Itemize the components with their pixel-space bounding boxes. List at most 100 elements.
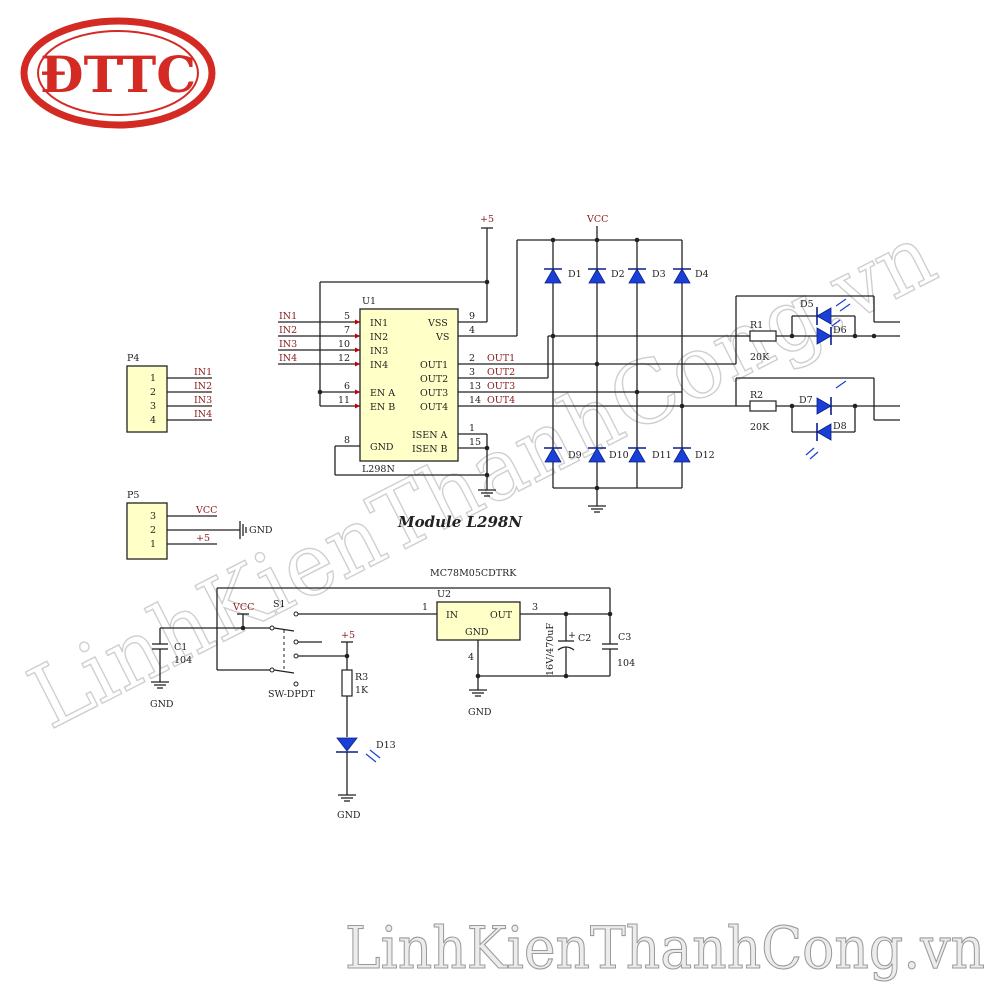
indicator-leds: R1 20K D5 D6 R2 20K D7 D8 (735, 295, 900, 460)
u1-part: L298N (362, 464, 395, 475)
u2-pin-4: 4 (468, 652, 474, 663)
d13-gnd-icon (337, 794, 357, 802)
diode-d12-icon (672, 447, 692, 463)
connector-p5: P5 3 2 1 VCC +5 GND (126, 490, 273, 560)
u1-pin-9: 9 (469, 311, 475, 322)
diode-d2-icon (587, 268, 607, 284)
company-logo: ĐTTC (20, 17, 216, 129)
connector-p4: P4 1 2 3 4 IN1 IN2 IN3 IN4 (126, 353, 212, 433)
p4-ref: P4 (127, 353, 139, 364)
resistor-r1 (749, 330, 777, 342)
bridge-gnd-icon (587, 505, 607, 513)
label-d12: D12 (695, 450, 715, 461)
net-in2: IN2 (279, 325, 297, 336)
label-d1: D1 (568, 269, 582, 280)
bridge-vcc-label: VCC (586, 214, 608, 225)
c3-ref: C3 (618, 632, 631, 643)
u2-pin-1: 1 (422, 602, 428, 613)
diode-d3-icon (627, 268, 647, 284)
u1-label-gnd: GND (370, 442, 394, 453)
bridge-diodes: VCC D1 D2 D3 D4 D9 D10 D11 D12 (543, 214, 715, 513)
u1-pin-3: 3 (469, 367, 475, 378)
c3-value: 104 (617, 658, 635, 669)
diode-d1-icon (543, 268, 563, 284)
u1-pin-11: 11 (338, 395, 350, 406)
logo-inner-ring-icon (37, 30, 199, 116)
u2-ref: U2 (437, 589, 451, 600)
led-d8-icon (816, 422, 832, 442)
net-out2: OUT2 (487, 367, 515, 378)
net-in3: IN3 (279, 339, 297, 350)
plus5-label-lower: +5 (341, 630, 355, 641)
u2-out-label: OUT (490, 610, 513, 621)
p5-ref: P5 (127, 490, 139, 501)
d13-ref: D13 (376, 740, 396, 751)
u1-pin-7: 7 (344, 325, 350, 336)
net-out3: OUT3 (487, 381, 515, 392)
regulator-section: MC78M05CDTRK VCC C1 104 GND S1 SW-DPDT (150, 568, 635, 821)
watermark-diagonal: LinhKienThanhCong.vn (14, 206, 950, 749)
u1-label-in3: IN3 (370, 346, 388, 357)
u1-label-out3: OUT3 (420, 388, 448, 399)
regulator-part: MC78M05CDTRK (430, 568, 517, 579)
vcc-label-lower: VCC (232, 602, 254, 613)
u1-label-out4: OUT4 (420, 402, 448, 413)
label-d3: D3 (652, 269, 666, 280)
logo-ring-icon (20, 17, 216, 129)
u1-label-isena: ISEN A (412, 430, 448, 441)
net-out4: OUT4 (487, 395, 515, 406)
label-d5: D5 (800, 299, 814, 310)
led-d13-icon (336, 737, 358, 752)
label-d9: D9 (568, 450, 582, 461)
label-d2: D2 (611, 269, 625, 280)
p5-pin-2: 2 (150, 525, 156, 536)
c2-polarity: + (568, 630, 576, 641)
u1-pin-2: 2 (469, 353, 475, 364)
u2-in-label: IN (446, 610, 458, 621)
c1-ref: C1 (174, 642, 187, 653)
p4-net-in4: IN4 (194, 409, 212, 420)
u1-label-enb: EN B (370, 402, 395, 413)
p4-pin-1: 1 (150, 373, 156, 384)
resistor-r2 (749, 400, 777, 412)
u1-label-in4: IN4 (370, 360, 388, 371)
u2-gnd-icon (468, 689, 488, 697)
diagram-title: Module L298N (397, 513, 523, 531)
p4-net-in1: IN1 (194, 367, 212, 378)
r3-value: 1K (355, 685, 369, 696)
u1-label-out2: OUT2 (420, 374, 448, 385)
watermark-bottom: LinhKienThanhCong.vn (345, 914, 985, 982)
u1-label-in1: IN1 (370, 318, 388, 329)
resistor-r3 (341, 669, 353, 697)
label-d7: D7 (799, 395, 813, 406)
led-d7-icon (816, 396, 832, 416)
c1-value: 104 (174, 655, 192, 666)
label-d6: D6 (833, 325, 847, 336)
r3-ref: R3 (355, 672, 368, 683)
p4-net-in3: IN3 (194, 395, 212, 406)
u1-pin-8: 8 (344, 435, 350, 446)
c2-ref: C2 (578, 633, 591, 644)
u1-pin-5: 5 (344, 311, 350, 322)
u1-l298n: U1 L298N IN1 IN2 IN3 IN4 5 7 10 12 6 11 … (278, 214, 548, 497)
u1-label-out1: OUT1 (420, 360, 448, 371)
c1-gnd-label: GND (150, 699, 174, 710)
s1-part: SW-DPDT (268, 689, 315, 700)
p4-net-in2: IN2 (194, 381, 212, 392)
net-in1: IN1 (279, 311, 297, 322)
p4-pin-4: 4 (150, 415, 156, 426)
diode-d4-icon (672, 268, 692, 284)
label-d11: D11 (652, 450, 672, 461)
u2-pin-3: 3 (532, 602, 538, 613)
u1-label-vss: VSS (427, 318, 448, 329)
net-out1: OUT1 (487, 353, 515, 364)
c2-value: 16V/470uF (545, 623, 556, 676)
u1-plus5-label: +5 (480, 214, 494, 225)
u1-ref: U1 (362, 296, 376, 307)
u1-label-isenb: ISEN B (412, 444, 448, 455)
u1-pin-1: 1 (469, 423, 475, 434)
u1-body (359, 308, 459, 462)
u1-label-vs: VS (435, 332, 449, 343)
u1-pin-13: 13 (469, 381, 481, 392)
